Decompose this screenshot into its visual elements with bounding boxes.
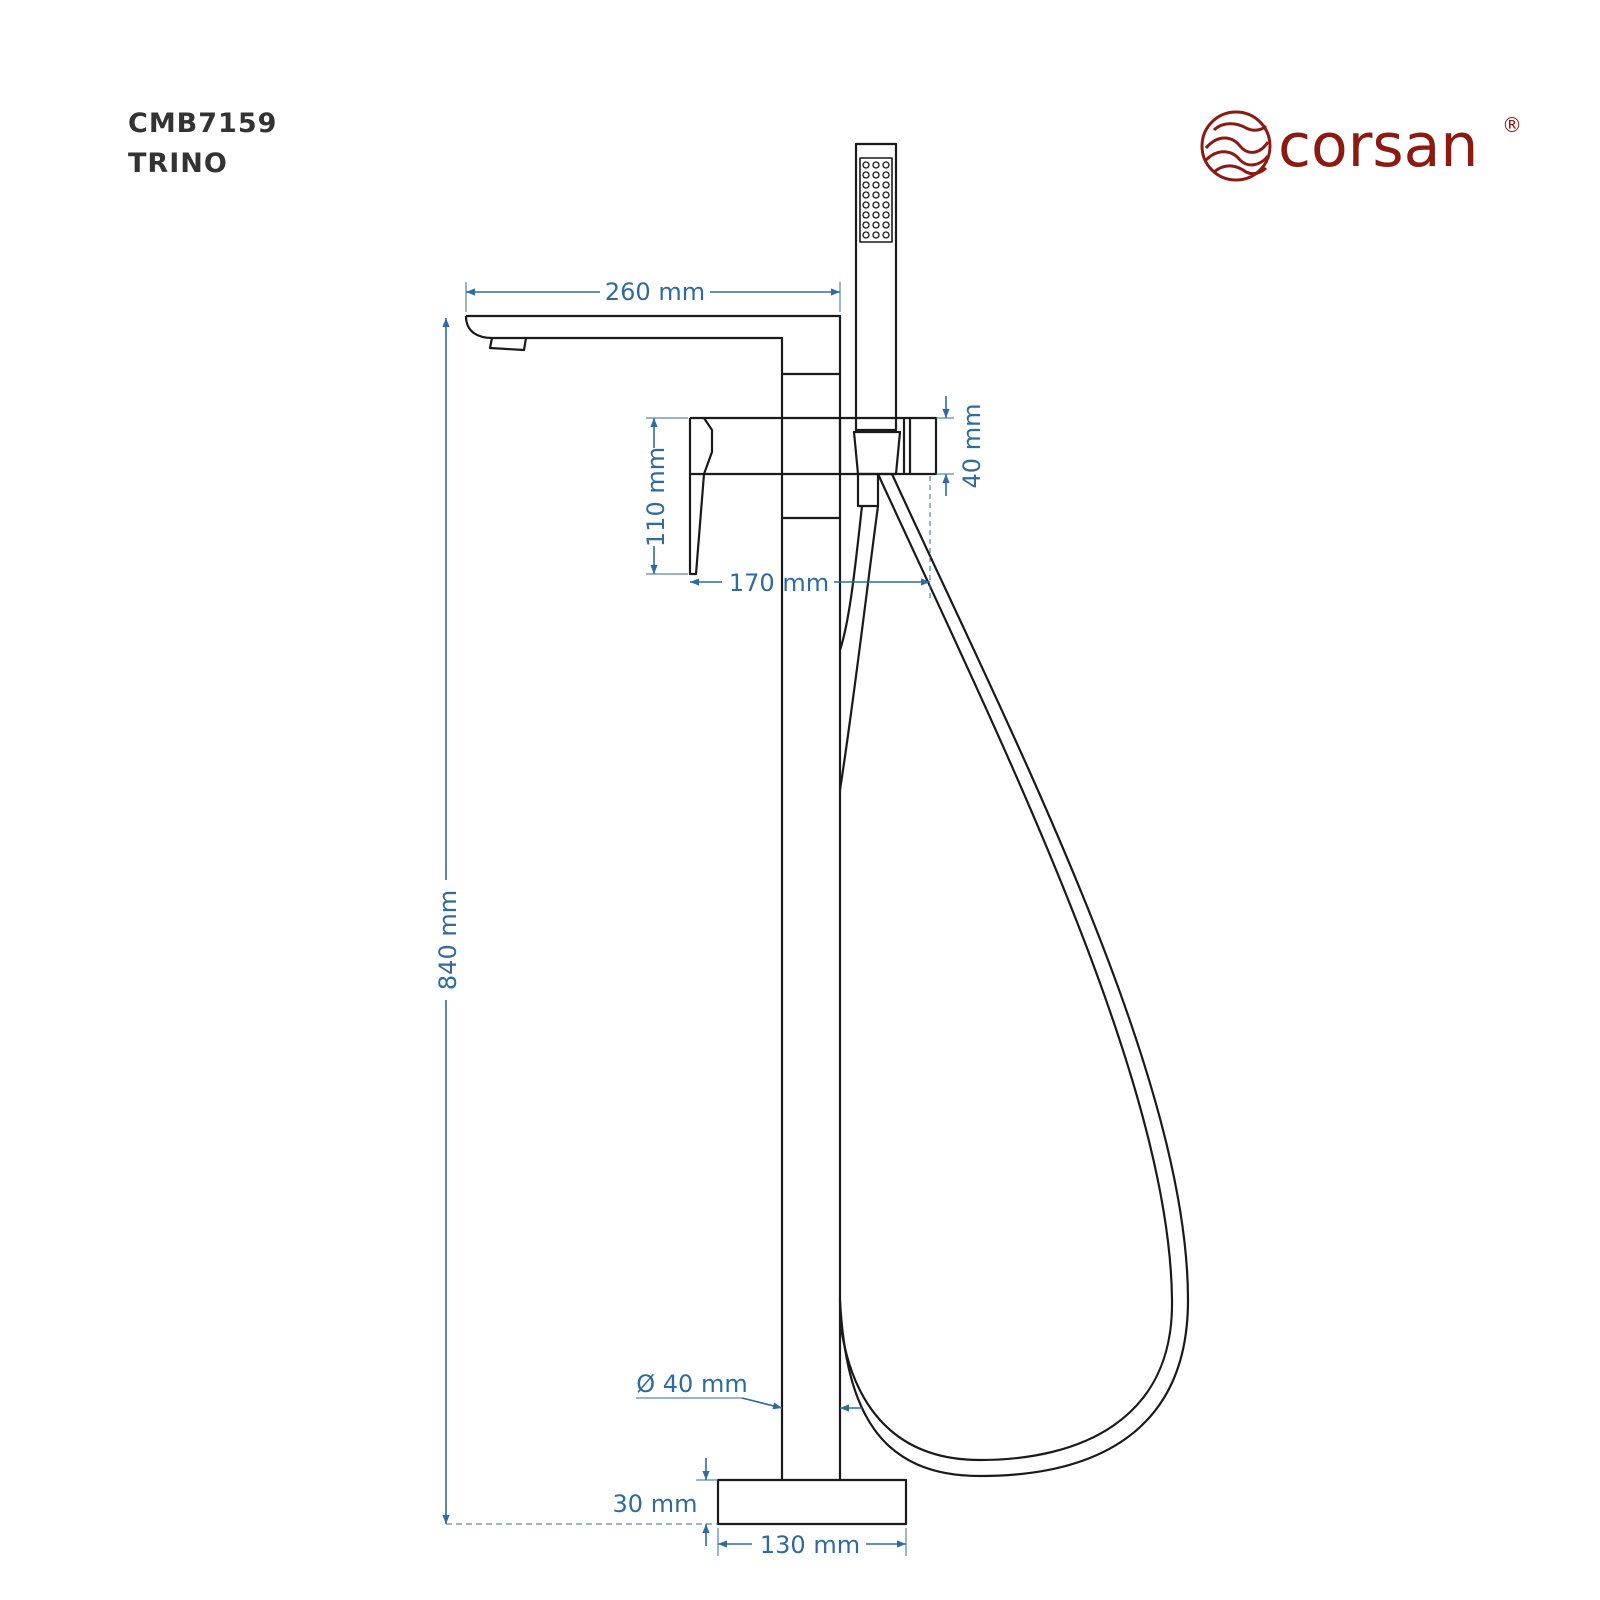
spray-hole bbox=[862, 231, 870, 239]
spray-hole bbox=[862, 221, 870, 229]
shower-head-grid bbox=[859, 157, 893, 243]
spray-hole bbox=[862, 201, 870, 209]
brand-logo: corsan ® bbox=[1200, 110, 1522, 182]
spray-hole bbox=[872, 161, 880, 169]
dimension-lines bbox=[442, 282, 954, 1556]
spray-hole bbox=[882, 211, 890, 219]
model-code: CMB7159 bbox=[128, 108, 278, 139]
spray-holes bbox=[862, 161, 890, 239]
spray-hole bbox=[862, 171, 870, 179]
spray-hole bbox=[882, 181, 890, 189]
spray-hole bbox=[882, 221, 890, 229]
hand-shower bbox=[854, 142, 898, 432]
spout bbox=[464, 314, 842, 374]
dim-handset-depth: 170 mm bbox=[729, 569, 829, 597]
aerator bbox=[488, 337, 528, 352]
model-name: TRINO bbox=[128, 148, 228, 179]
dimension-labels: 260 mm 840 mm 110 mm 170 mm 40 mm Ø 40 m… bbox=[434, 278, 986, 1559]
spray-hole bbox=[872, 191, 880, 199]
spray-hole bbox=[872, 201, 880, 209]
column bbox=[780, 518, 842, 1480]
spray-hole bbox=[882, 191, 890, 199]
dim-base-width: 130 mm bbox=[760, 1531, 860, 1559]
faucet-outline bbox=[464, 142, 1190, 1526]
spray-hole bbox=[872, 181, 880, 189]
spray-hole bbox=[862, 191, 870, 199]
base-plate bbox=[716, 1478, 908, 1526]
spray-hole bbox=[882, 201, 890, 209]
spray-hole bbox=[862, 161, 870, 169]
spray-hole bbox=[872, 171, 880, 179]
dim-total-height: 840 mm bbox=[434, 890, 462, 990]
spray-hole bbox=[882, 161, 890, 169]
spray-hole bbox=[882, 171, 890, 179]
spray-hole bbox=[862, 181, 870, 189]
dim-holder-height: 40 mm bbox=[958, 404, 986, 489]
dim-column-diameter: Ø 40 mm bbox=[636, 1370, 747, 1398]
dim-spout-reach: 260 mm bbox=[605, 278, 705, 306]
spray-hole bbox=[872, 211, 880, 219]
spray-hole bbox=[882, 231, 890, 239]
dim-base-height: 30 mm bbox=[613, 1490, 698, 1518]
mixer-body bbox=[780, 372, 842, 520]
spray-hole bbox=[872, 231, 880, 239]
spray-hole bbox=[872, 221, 880, 229]
spray-hole bbox=[862, 211, 870, 219]
lever-handle bbox=[688, 416, 782, 576]
shower-hose bbox=[838, 473, 1174, 1462]
model-info: CMB7159 TRINO bbox=[128, 104, 277, 184]
wave-circle-logo-icon bbox=[1200, 110, 1272, 182]
registered-mark: ® bbox=[1502, 113, 1522, 137]
brand-name: corsan bbox=[1278, 111, 1478, 181]
dim-lever-height: 110 mm bbox=[642, 447, 670, 547]
